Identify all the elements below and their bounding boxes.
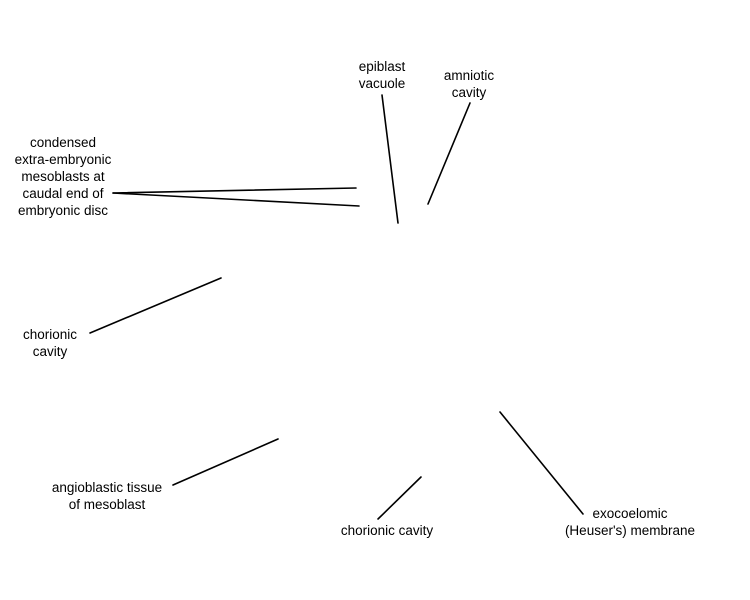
leader-chorionic-cavity-bottom: [377, 476, 422, 520]
leader-chorionic-cavity-left: [89, 277, 222, 334]
label-chorionic-cavity-bottom: chorionic cavity: [340, 523, 434, 538]
leader-condensed-mesoblasts-lower: [112, 192, 360, 207]
label-chorionic-cavity-left: chorionic cavity: [22, 327, 78, 359]
leader-angioblastic-tissue: [172, 438, 279, 486]
label-exocoelomic-membrane: exocoelomic (Heuser's) membrane: [564, 506, 696, 538]
label-epiblast-vacuole: epiblast vacuole: [358, 59, 406, 91]
label-amniotic-cavity: amniotic cavity: [443, 68, 495, 100]
leader-epiblast-vacuole: [381, 94, 399, 224]
label-angioblastic-tissue: angioblastic tissue of mesoblast: [51, 480, 163, 512]
leader-condensed-mesoblasts-upper: [112, 187, 357, 194]
label-condensed-mesoblasts: condensed extra-embryonic mesoblasts at …: [14, 135, 112, 218]
leader-amniotic-cavity: [427, 102, 471, 205]
leader-exocoelomic-membrane: [499, 411, 584, 515]
